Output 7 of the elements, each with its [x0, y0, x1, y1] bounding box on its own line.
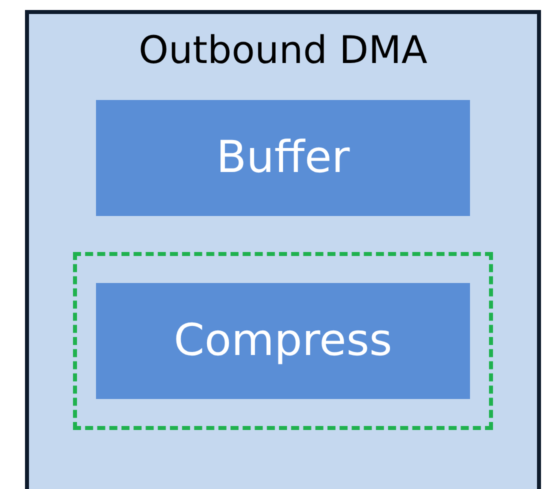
box-label: Compress: [172, 314, 394, 368]
module-panel: [25, 10, 541, 489]
dashed-group-box: [73, 252, 493, 430]
box-label: Buffer: [215, 132, 351, 184]
process-box: [96, 283, 470, 399]
process-box: [96, 100, 470, 216]
panel-title: Outbound DMA: [138, 28, 428, 74]
